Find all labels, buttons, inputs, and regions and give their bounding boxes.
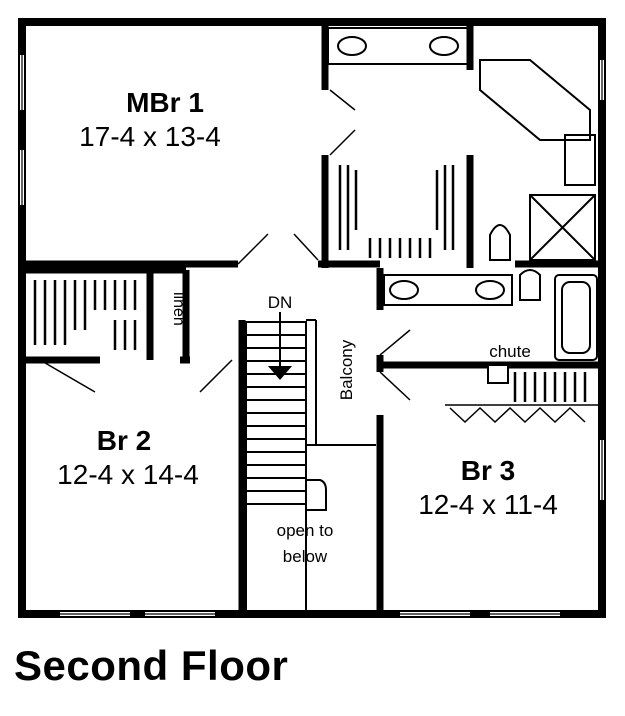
linen-label: linen [170, 292, 187, 326]
window-lines [21, 55, 603, 615]
br2-size: 12-4 x 14-4 [57, 459, 199, 490]
plan-title: Second Floor [14, 642, 289, 689]
below-label: below [283, 547, 328, 566]
mbr1-size: 17-4 x 13-4 [79, 121, 221, 152]
walk-in-closet-shelving [338, 165, 455, 258]
bath-fixtures [327, 27, 598, 361]
chute-label: chute [489, 342, 531, 361]
dn-label: DN [268, 293, 293, 312]
mbr1-name: MBr 1 [126, 87, 204, 118]
br3-size: 12-4 x 11-4 [418, 489, 558, 520]
door-swings [39, 89, 411, 401]
open-to-label: open to [277, 521, 334, 540]
stair-arrow [268, 312, 292, 380]
br2-name: Br 2 [97, 425, 151, 456]
br3-closet-shelving [513, 372, 587, 402]
balcony-label: Balcony [337, 339, 356, 400]
br2-closet-shelving [33, 280, 137, 350]
interior-walls [22, 22, 602, 614]
staircase [245, 319, 376, 613]
br3-name: Br 3 [461, 455, 515, 486]
chute-box [487, 364, 509, 384]
br3-closet-doors [445, 404, 598, 424]
exterior-walls [18, 18, 606, 618]
